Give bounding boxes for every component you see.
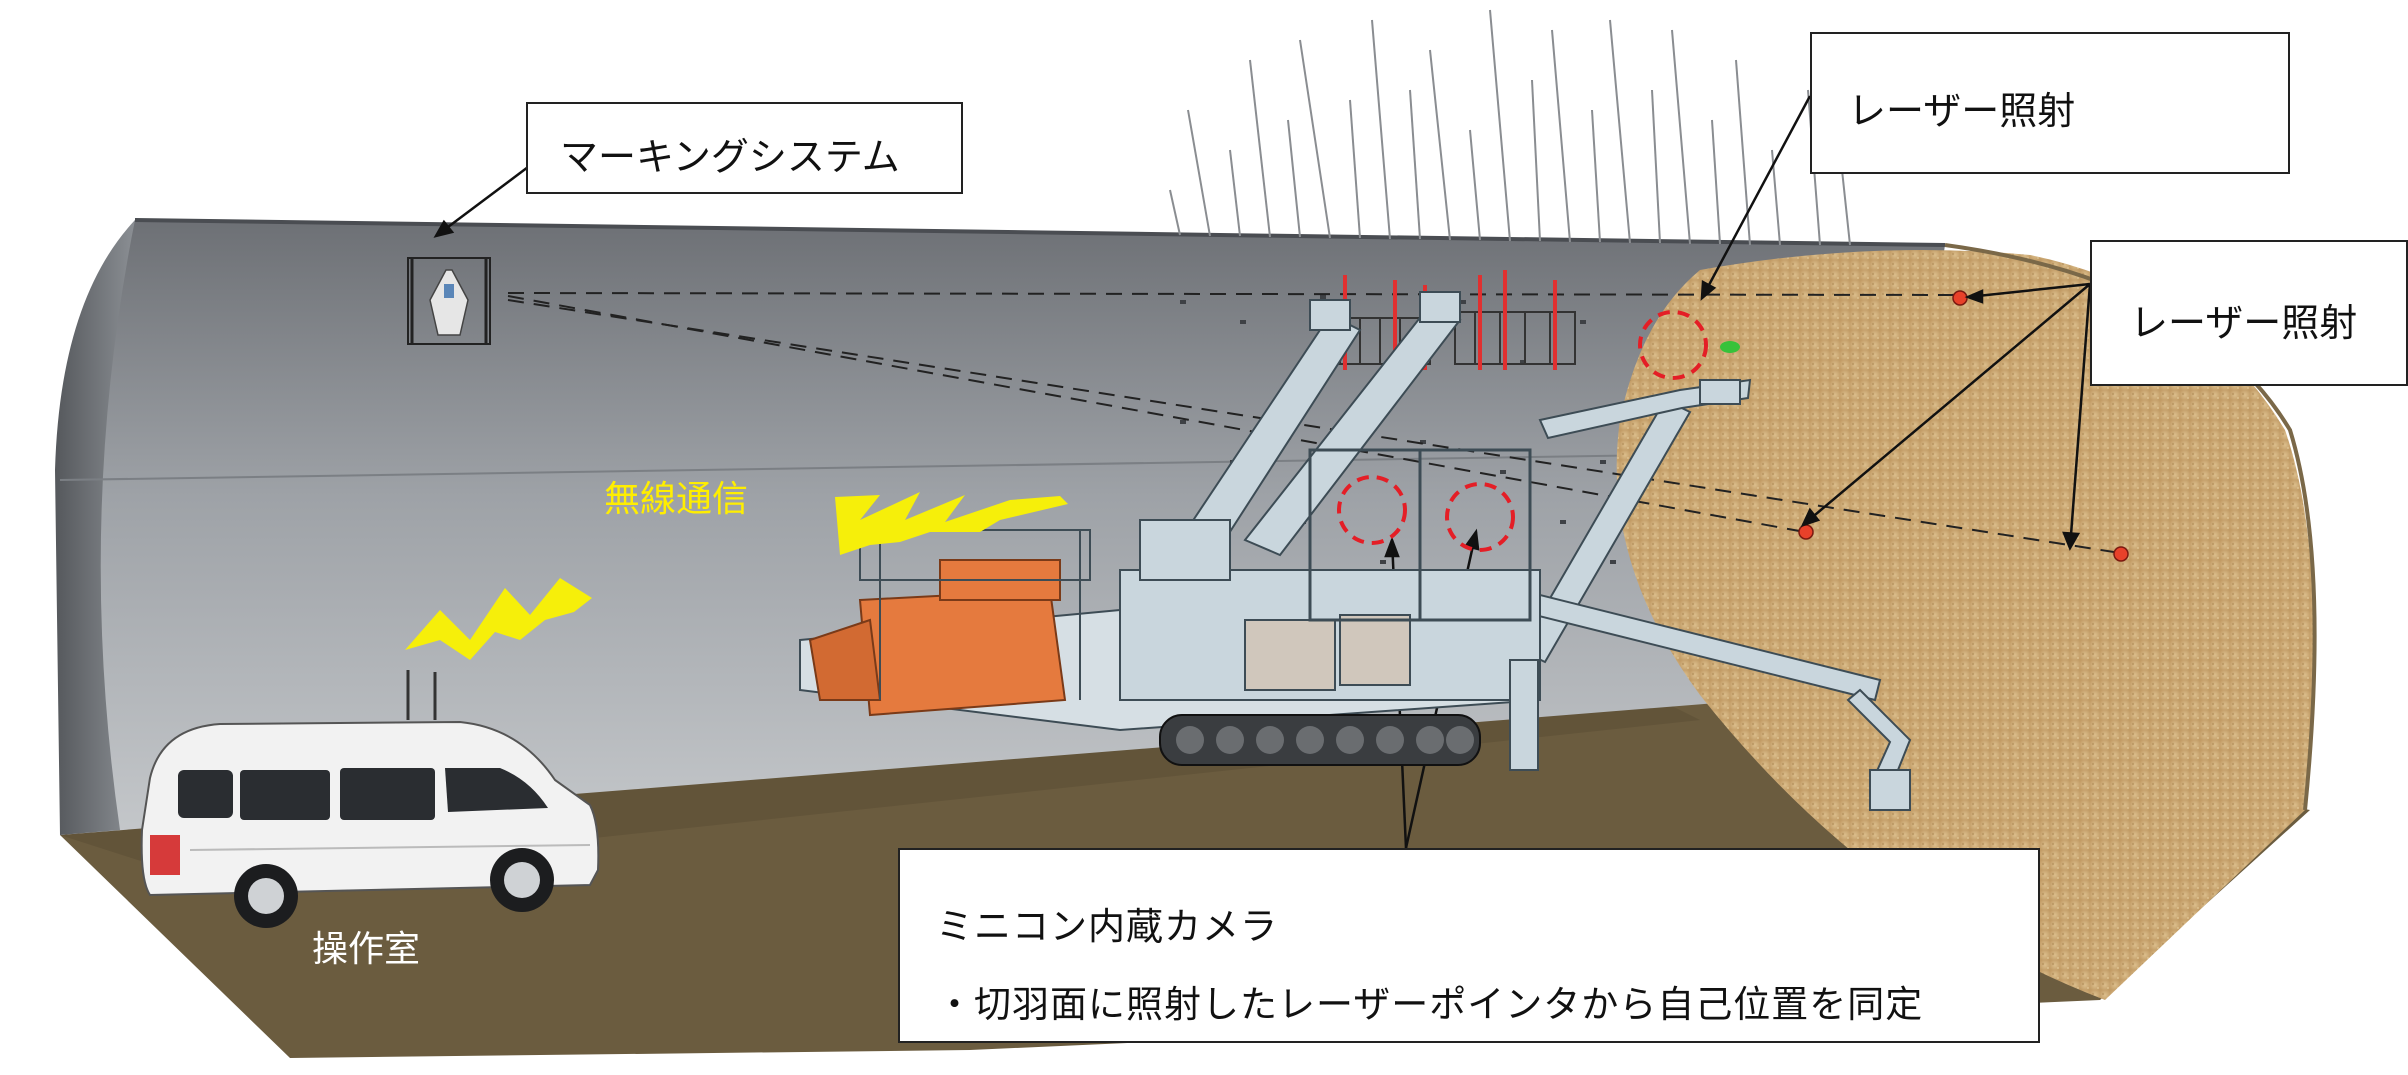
- marking-system-label: マーキングシステム: [560, 135, 900, 179]
- rock-face-rim: [1944, 243, 2317, 811]
- laser-irradiation-label-top: レーザー照射: [1848, 89, 2076, 133]
- laser-irradiation-label-right: レーザー照射: [2130, 301, 2358, 345]
- highlight-camera-left: [1337, 475, 1407, 545]
- highlight-circles: [1337, 310, 1708, 552]
- vehicle-antennas: [406, 670, 437, 720]
- laser-irradiation-callout-right: レーザー照射: [2090, 240, 2408, 386]
- tunnel-left-end: [55, 220, 135, 835]
- lightning-bolt-icon: [405, 492, 1068, 660]
- wall-seam: [59, 454, 1661, 481]
- drill-jumbo-machine: [799, 291, 1912, 811]
- green-indicator: [1720, 341, 1740, 353]
- camera-callout-description: ・切羽面に照射したレーザーポインタから自己位置を同定: [936, 983, 1924, 1026]
- laser-marker-top: [1952, 290, 1968, 306]
- tunnel-crown-edge: [134, 218, 1946, 247]
- control-room-label: 操作室: [312, 929, 421, 970]
- laser-markers: [1798, 290, 2129, 562]
- control-room-van: [140, 720, 600, 928]
- laser-beams: [507, 292, 2121, 554]
- laser-marker-middle: [1798, 524, 1814, 540]
- laser-irradiation-callout-top: レーザー照射: [1810, 32, 2290, 174]
- marking-system-callout: マーキングシステム: [526, 102, 963, 194]
- highlight-camera-right: [1445, 482, 1515, 552]
- camera-callout: ミニコン内蔵カメラ ・切羽面に照射したレーザーポインタから自己位置を同定: [898, 848, 2040, 1043]
- camera-callout-title: ミニコン内蔵カメラ: [936, 905, 1278, 948]
- laser-marker-right: [2113, 546, 2129, 562]
- wireless-communication-label: 無線通信: [604, 479, 749, 520]
- highlight-laser-spot: [1638, 310, 1708, 380]
- rock-face: [1616, 250, 2314, 1000]
- marking-system-device: [407, 257, 491, 345]
